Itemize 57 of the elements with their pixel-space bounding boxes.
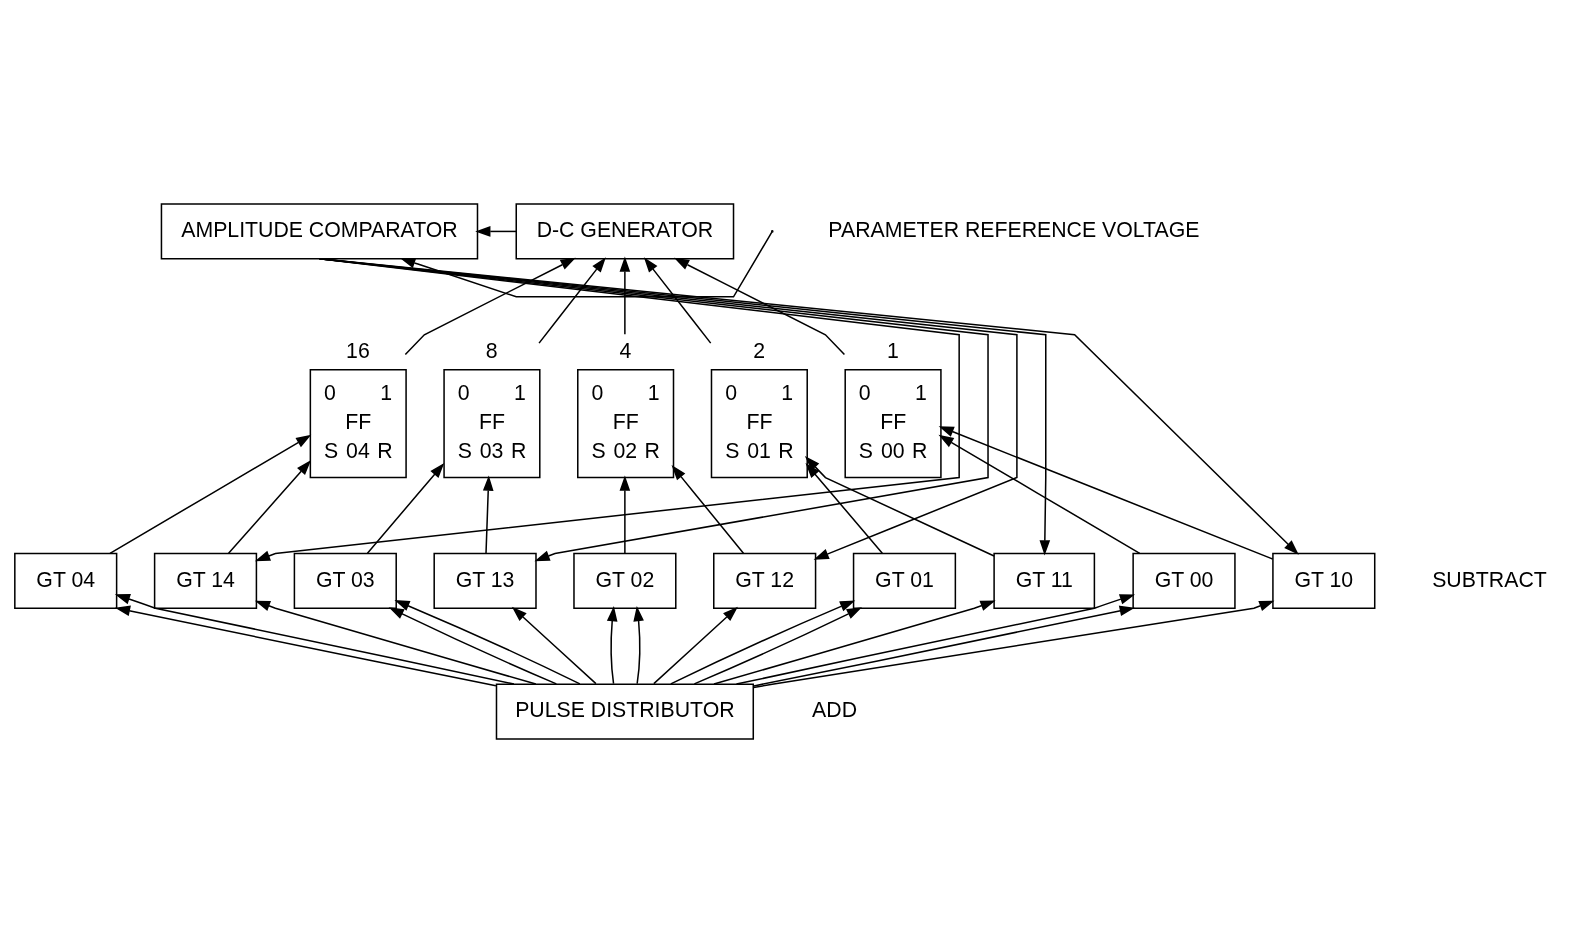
arrow: [404, 257, 576, 356]
arrow: [619, 475, 631, 555]
node-label: 1: [886, 338, 899, 363]
arrow: [511, 606, 597, 685]
arrow: [670, 600, 856, 685]
node-label: 2: [753, 338, 766, 363]
arrow: [673, 257, 846, 356]
label: ADD: [812, 698, 858, 723]
arrow: [938, 426, 1274, 560]
node-box: 0 1 FF S 03 R: [443, 368, 541, 479]
node-box: PULSE DISTRIBUTOR: [495, 683, 755, 740]
label: PARAMETER REFERENCE VOLTAGE: [828, 218, 1200, 243]
arrow: [606, 606, 618, 685]
node-label: 16: [346, 338, 370, 363]
arrow: [752, 600, 1275, 689]
arrow: [482, 475, 494, 555]
node-box: 0 1 FF S 02 R: [577, 368, 675, 479]
node-box: GT 01: [852, 552, 957, 609]
node-box: 0 1 FF S 01 R: [710, 368, 808, 479]
arrow: [643, 257, 712, 344]
arrow: [109, 434, 312, 555]
node-box: GT 00: [1132, 552, 1236, 609]
arrow: [938, 434, 1141, 555]
node-box: GT 12: [713, 552, 817, 609]
node-box: GT 11: [993, 552, 1096, 609]
arrow: [114, 594, 515, 685]
node-box: GT 03: [293, 552, 397, 609]
node-box: 0 1 FF S 00 R: [844, 368, 942, 479]
arrow: [538, 257, 606, 344]
arrow: [653, 606, 738, 685]
arrow: [318, 258, 1299, 555]
node-box: GT 02: [573, 552, 677, 609]
arrow: [366, 462, 445, 555]
node-label: 8: [485, 338, 498, 363]
node-box: GT 10: [1272, 552, 1376, 609]
label: SUBTRACT: [1432, 567, 1547, 592]
arrow: [671, 465, 745, 555]
arrow: [753, 605, 1135, 687]
node-box: 0 1 FF S 04 R: [309, 368, 407, 479]
arrow: [254, 600, 537, 685]
node-box: GT 14: [153, 552, 258, 609]
arrow: [227, 460, 312, 555]
arrow: [475, 226, 517, 237]
arrow: [713, 600, 996, 685]
arrow: [735, 594, 1136, 685]
node-label: 4: [619, 338, 632, 363]
node-box: AMPLITUDE COMPARATOR: [160, 203, 479, 260]
arrow: [633, 606, 644, 685]
node-box: GT 13: [433, 552, 537, 609]
arrow: [114, 605, 497, 687]
arrow: [400, 231, 773, 298]
arrow: [388, 607, 558, 685]
node-box: GT 04: [14, 552, 118, 609]
node-box: D-C GENERATOR: [515, 203, 735, 260]
arrow: [619, 256, 631, 336]
arrow: [693, 607, 863, 685]
arrow: [394, 600, 581, 685]
